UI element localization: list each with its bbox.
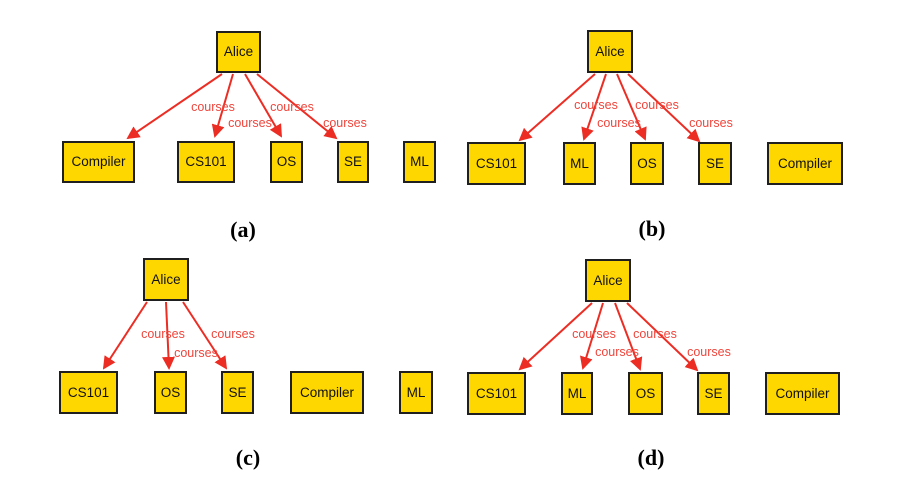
node-alice: Alice bbox=[143, 258, 189, 301]
node-ml: ML bbox=[399, 371, 433, 414]
caption-b: (b) bbox=[638, 216, 666, 241]
node-cs101: CS101 bbox=[467, 142, 526, 185]
node-cs101: CS101 bbox=[59, 371, 118, 414]
edge-alice-os bbox=[616, 73, 647, 141]
node-os: OS bbox=[630, 142, 664, 185]
edge-label: courses bbox=[270, 99, 314, 114]
node-alice: Alice bbox=[216, 31, 261, 73]
edge-alice-compiler bbox=[126, 73, 223, 140]
node-compiler: Compiler bbox=[765, 372, 840, 415]
node-alice: Alice bbox=[587, 30, 633, 73]
caption-c: (c) bbox=[235, 445, 261, 470]
edge-label: courses bbox=[633, 326, 677, 341]
caption-d: (d) bbox=[637, 445, 665, 470]
node-os: OS bbox=[154, 371, 187, 414]
edge-alice-se bbox=[256, 73, 338, 140]
node-se: SE bbox=[337, 141, 369, 183]
edge-label: courses bbox=[574, 97, 618, 112]
node-se: SE bbox=[697, 372, 730, 415]
edge-alice-se bbox=[627, 73, 701, 143]
edge-alice-ml bbox=[580, 302, 604, 370]
caption-a: (a) bbox=[230, 217, 256, 242]
node-se: SE bbox=[698, 142, 732, 185]
edge-label: courses bbox=[635, 97, 679, 112]
node-os: OS bbox=[628, 372, 663, 415]
node-se: SE bbox=[221, 371, 254, 414]
node-ml: ML bbox=[563, 142, 596, 185]
edge-label: courses bbox=[323, 115, 367, 130]
edge-alice-se bbox=[182, 301, 228, 370]
node-ml: ML bbox=[561, 372, 593, 415]
edge-label: courses bbox=[211, 326, 255, 341]
edge-alice-os bbox=[244, 73, 282, 138]
edge-label: courses bbox=[597, 115, 641, 130]
edge-alice-ml bbox=[581, 73, 607, 141]
node-cs101: CS101 bbox=[177, 141, 235, 183]
edge-alice-cs101 bbox=[518, 73, 596, 142]
edge-label: courses bbox=[174, 345, 218, 360]
node-ml: ML bbox=[403, 141, 436, 183]
edge-label: courses bbox=[689, 115, 733, 130]
node-alice: Alice bbox=[585, 259, 631, 302]
edge-label: courses bbox=[191, 99, 235, 114]
node-compiler: Compiler bbox=[290, 371, 364, 414]
edge-label: courses bbox=[572, 326, 616, 341]
edge-label: courses bbox=[141, 326, 185, 341]
edge-alice-os bbox=[162, 301, 175, 370]
node-os: OS bbox=[270, 141, 303, 183]
edge-label: courses bbox=[687, 344, 731, 359]
edge-label: courses bbox=[595, 344, 639, 359]
edge-alice-cs101 bbox=[211, 73, 234, 138]
edge-alice-cs101 bbox=[102, 301, 148, 370]
node-compiler: Compiler bbox=[62, 141, 135, 183]
node-cs101: CS101 bbox=[467, 372, 526, 415]
edge-alice-os bbox=[614, 302, 643, 371]
node-compiler: Compiler bbox=[767, 142, 843, 185]
edge-label: courses bbox=[228, 115, 272, 130]
edge-alice-se bbox=[626, 302, 699, 372]
edge-alice-cs101 bbox=[518, 302, 593, 371]
